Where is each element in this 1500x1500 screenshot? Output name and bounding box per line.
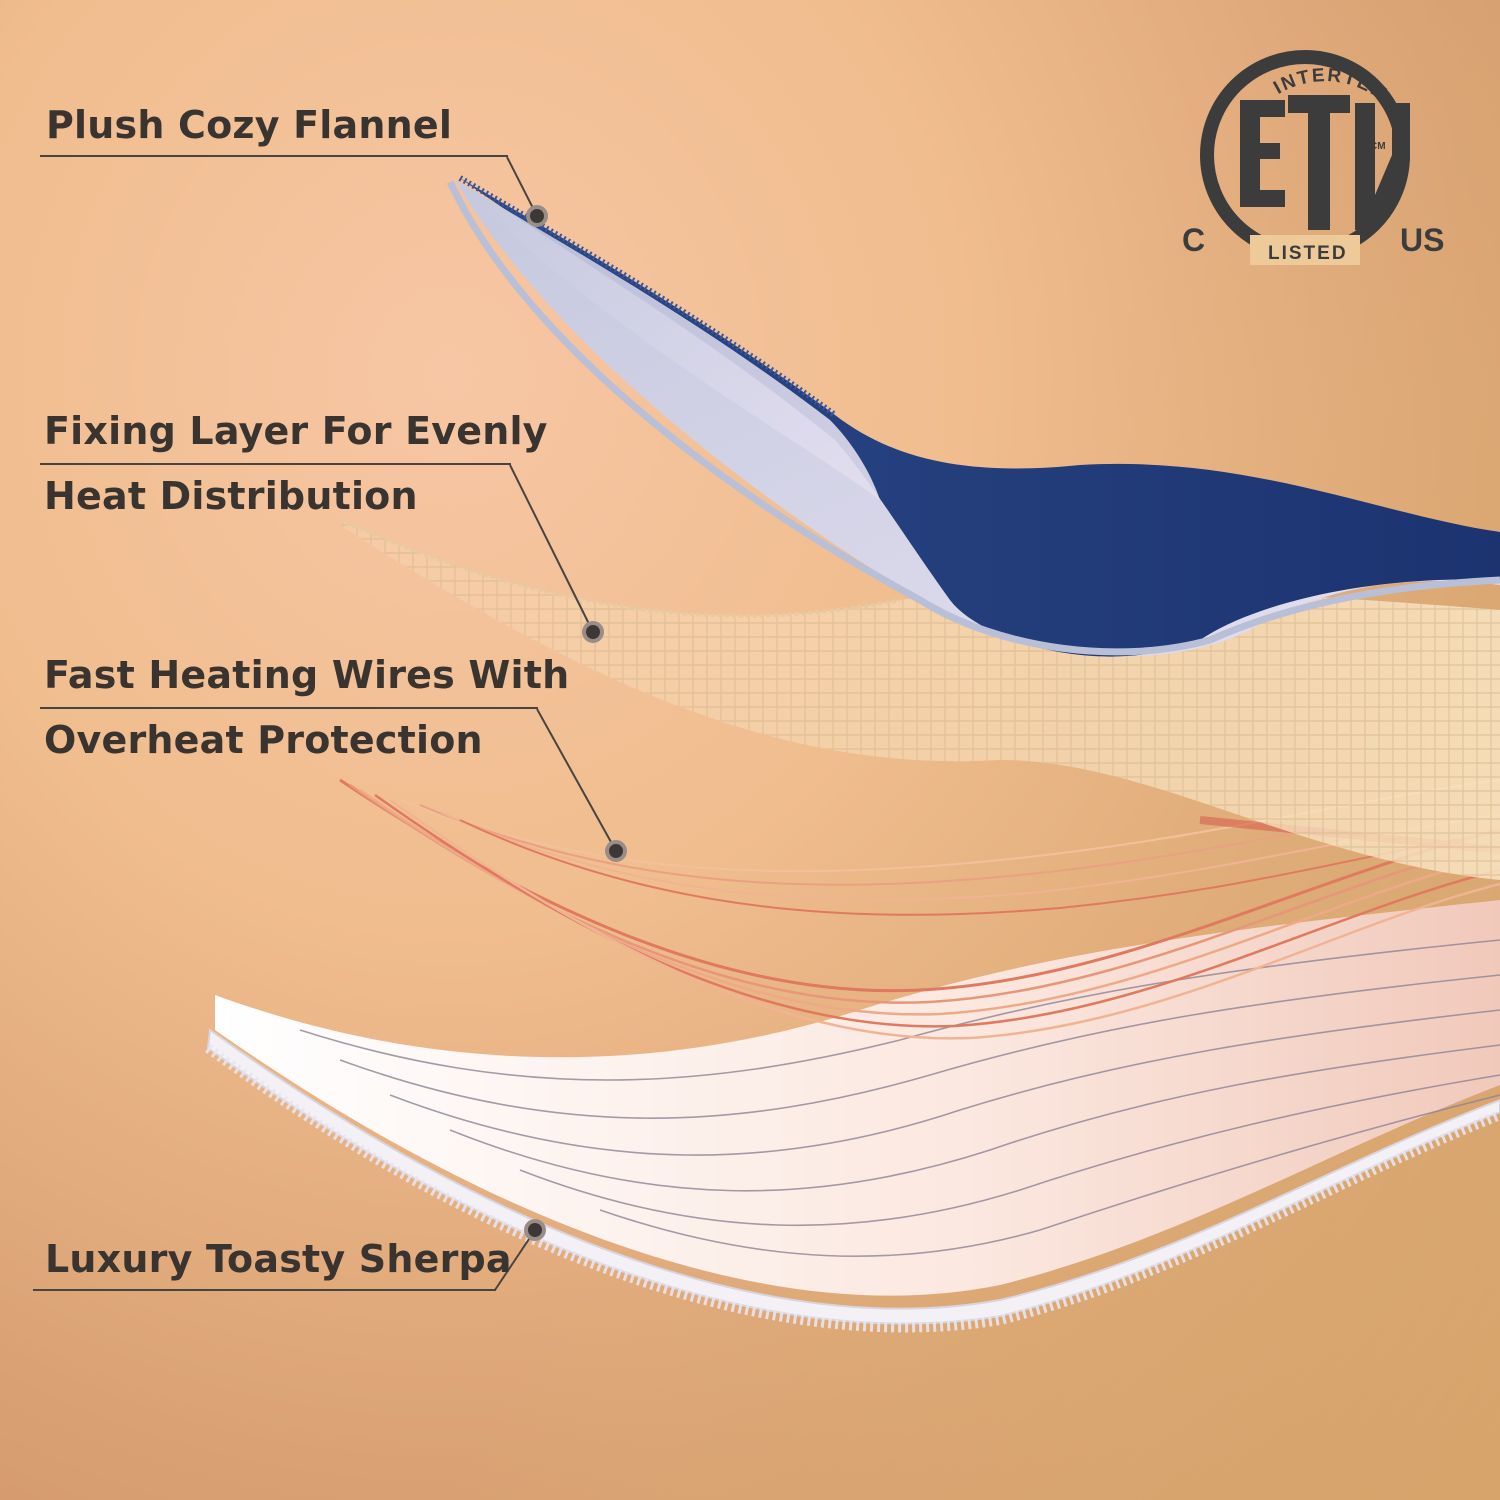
sherpa-rule <box>33 1289 496 1291</box>
etl-bottom-text: LISTED <box>1268 243 1348 264</box>
fixing-label-line1: Fixing Layer For Evenly <box>44 409 548 453</box>
etl-left-c: C <box>1182 222 1205 258</box>
wires-label-line1: Fast Heating Wires With <box>44 653 570 697</box>
sherpa-label: Luxury Toasty Sherpa <box>45 1237 512 1281</box>
etl-letters <box>1240 95 1410 230</box>
wires-rule <box>40 707 538 709</box>
wires-label-line2: Overheat Protection <box>44 718 483 762</box>
flannel-rule <box>40 155 508 157</box>
leader-lines <box>494 156 617 1291</box>
anchor-dots <box>524 205 627 1241</box>
sherpa-layer <box>205 900 1500 1333</box>
flannel-layer <box>446 175 1500 657</box>
etl-right-us: US <box>1400 222 1444 258</box>
etl-cm-mark: CM <box>1370 141 1386 152</box>
fixing-label-line2: Heat Distribution <box>44 474 418 518</box>
etl-listed-mark: INTERTEK CM C US LISTED <box>1182 50 1444 265</box>
flannel-label: Plush Cozy Flannel <box>46 103 453 147</box>
fixing-rule <box>40 463 511 465</box>
